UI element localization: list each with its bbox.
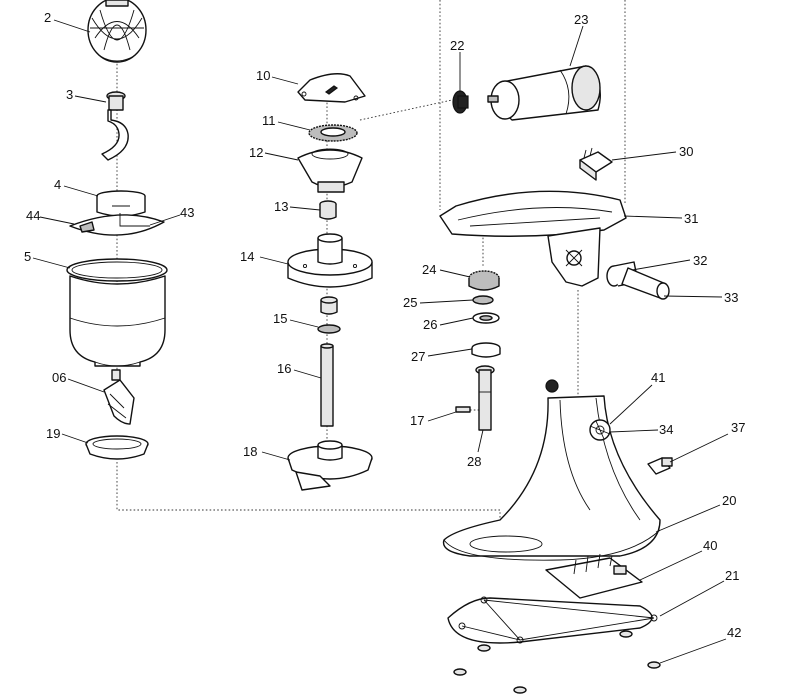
- part-14-drive-housing: [287, 233, 373, 288]
- label-44: 44: [26, 208, 40, 223]
- part-37-connector: [647, 457, 673, 475]
- label-16: 16: [277, 361, 291, 376]
- part-41-cap: [545, 379, 559, 393]
- label-40: 40: [703, 538, 717, 553]
- part-4-bowl-collar: [96, 190, 146, 217]
- label-17: 17: [410, 413, 424, 428]
- label-3: 3: [66, 87, 73, 102]
- label-4: 4: [54, 177, 61, 192]
- label-42: 42: [727, 625, 741, 640]
- part-44-splash-guard: [69, 213, 165, 236]
- label-24: 24: [422, 262, 436, 277]
- part-17-pin: [455, 406, 471, 413]
- label-5: 5: [24, 249, 31, 264]
- label-15: 15: [273, 311, 287, 326]
- label-22: 22: [450, 38, 464, 53]
- label-31: 31: [684, 211, 698, 226]
- part-13-bushing: [319, 200, 337, 220]
- label-33: 33: [724, 290, 738, 305]
- label-21: 21: [725, 568, 739, 583]
- label-2: 2: [44, 10, 51, 25]
- part-21-base-plate: [447, 596, 658, 644]
- label-37: 37: [731, 420, 745, 435]
- part-19-bowl-ring: [85, 435, 149, 460]
- label-14: 14: [240, 249, 254, 264]
- label-19: 19: [46, 426, 60, 441]
- label-23: 23: [574, 12, 588, 27]
- label-06: 06: [52, 370, 66, 385]
- part-40-control-board: [545, 553, 643, 599]
- part-10-cover-plate: [297, 73, 366, 103]
- part-18-base-flange: [287, 440, 373, 491]
- leader-lines: [32, 19, 729, 664]
- label-34: 34: [659, 422, 673, 437]
- label-43: 43: [180, 205, 194, 220]
- part-24-drive-gear: [468, 270, 500, 291]
- part-11-planetary-gear: [308, 124, 358, 142]
- label-41: 41: [651, 370, 665, 385]
- part-3-dough-hook: [101, 91, 129, 161]
- label-25: 25: [403, 295, 417, 310]
- label-30: 30: [679, 144, 693, 159]
- part-06-flat-beater: [103, 369, 135, 425]
- label-11: 11: [262, 113, 276, 128]
- part-28-output-shaft: [475, 365, 495, 431]
- part-16-drive-shaft: [320, 343, 334, 427]
- part-2-whisk: [87, 0, 147, 63]
- label-26: 26: [423, 317, 437, 332]
- label-27: 27: [411, 349, 425, 364]
- label-32: 32: [693, 253, 707, 268]
- part-labels: 2 3 4 44 43 5 06 19 10 11 12 13 14 15 16…: [24, 10, 745, 640]
- part-22-pinion: [452, 90, 469, 114]
- part-26-bearing: [472, 312, 500, 324]
- part-31-gearbox-frame: [439, 190, 627, 287]
- part-34-speed-knob: [589, 419, 611, 441]
- part-23-motor: [487, 65, 601, 121]
- part-12-planetary-housing: [297, 148, 363, 193]
- label-10: 10: [256, 68, 270, 83]
- label-13: 13: [274, 199, 288, 214]
- label-12: 12: [249, 145, 263, 160]
- part-27-bearing: [471, 342, 501, 358]
- label-18: 18: [243, 444, 257, 459]
- label-28: 28: [467, 454, 481, 469]
- part-25-washer: [472, 295, 494, 305]
- part-20-stand-body: [442, 395, 661, 561]
- part-15-bearing: [317, 296, 341, 334]
- label-20: 20: [722, 493, 736, 508]
- part-33-sleeve: [621, 267, 670, 300]
- part-42-rubber-feet: [453, 630, 661, 694]
- part-5-mixing-bowl: [66, 258, 168, 367]
- part-30-switch: [579, 147, 613, 181]
